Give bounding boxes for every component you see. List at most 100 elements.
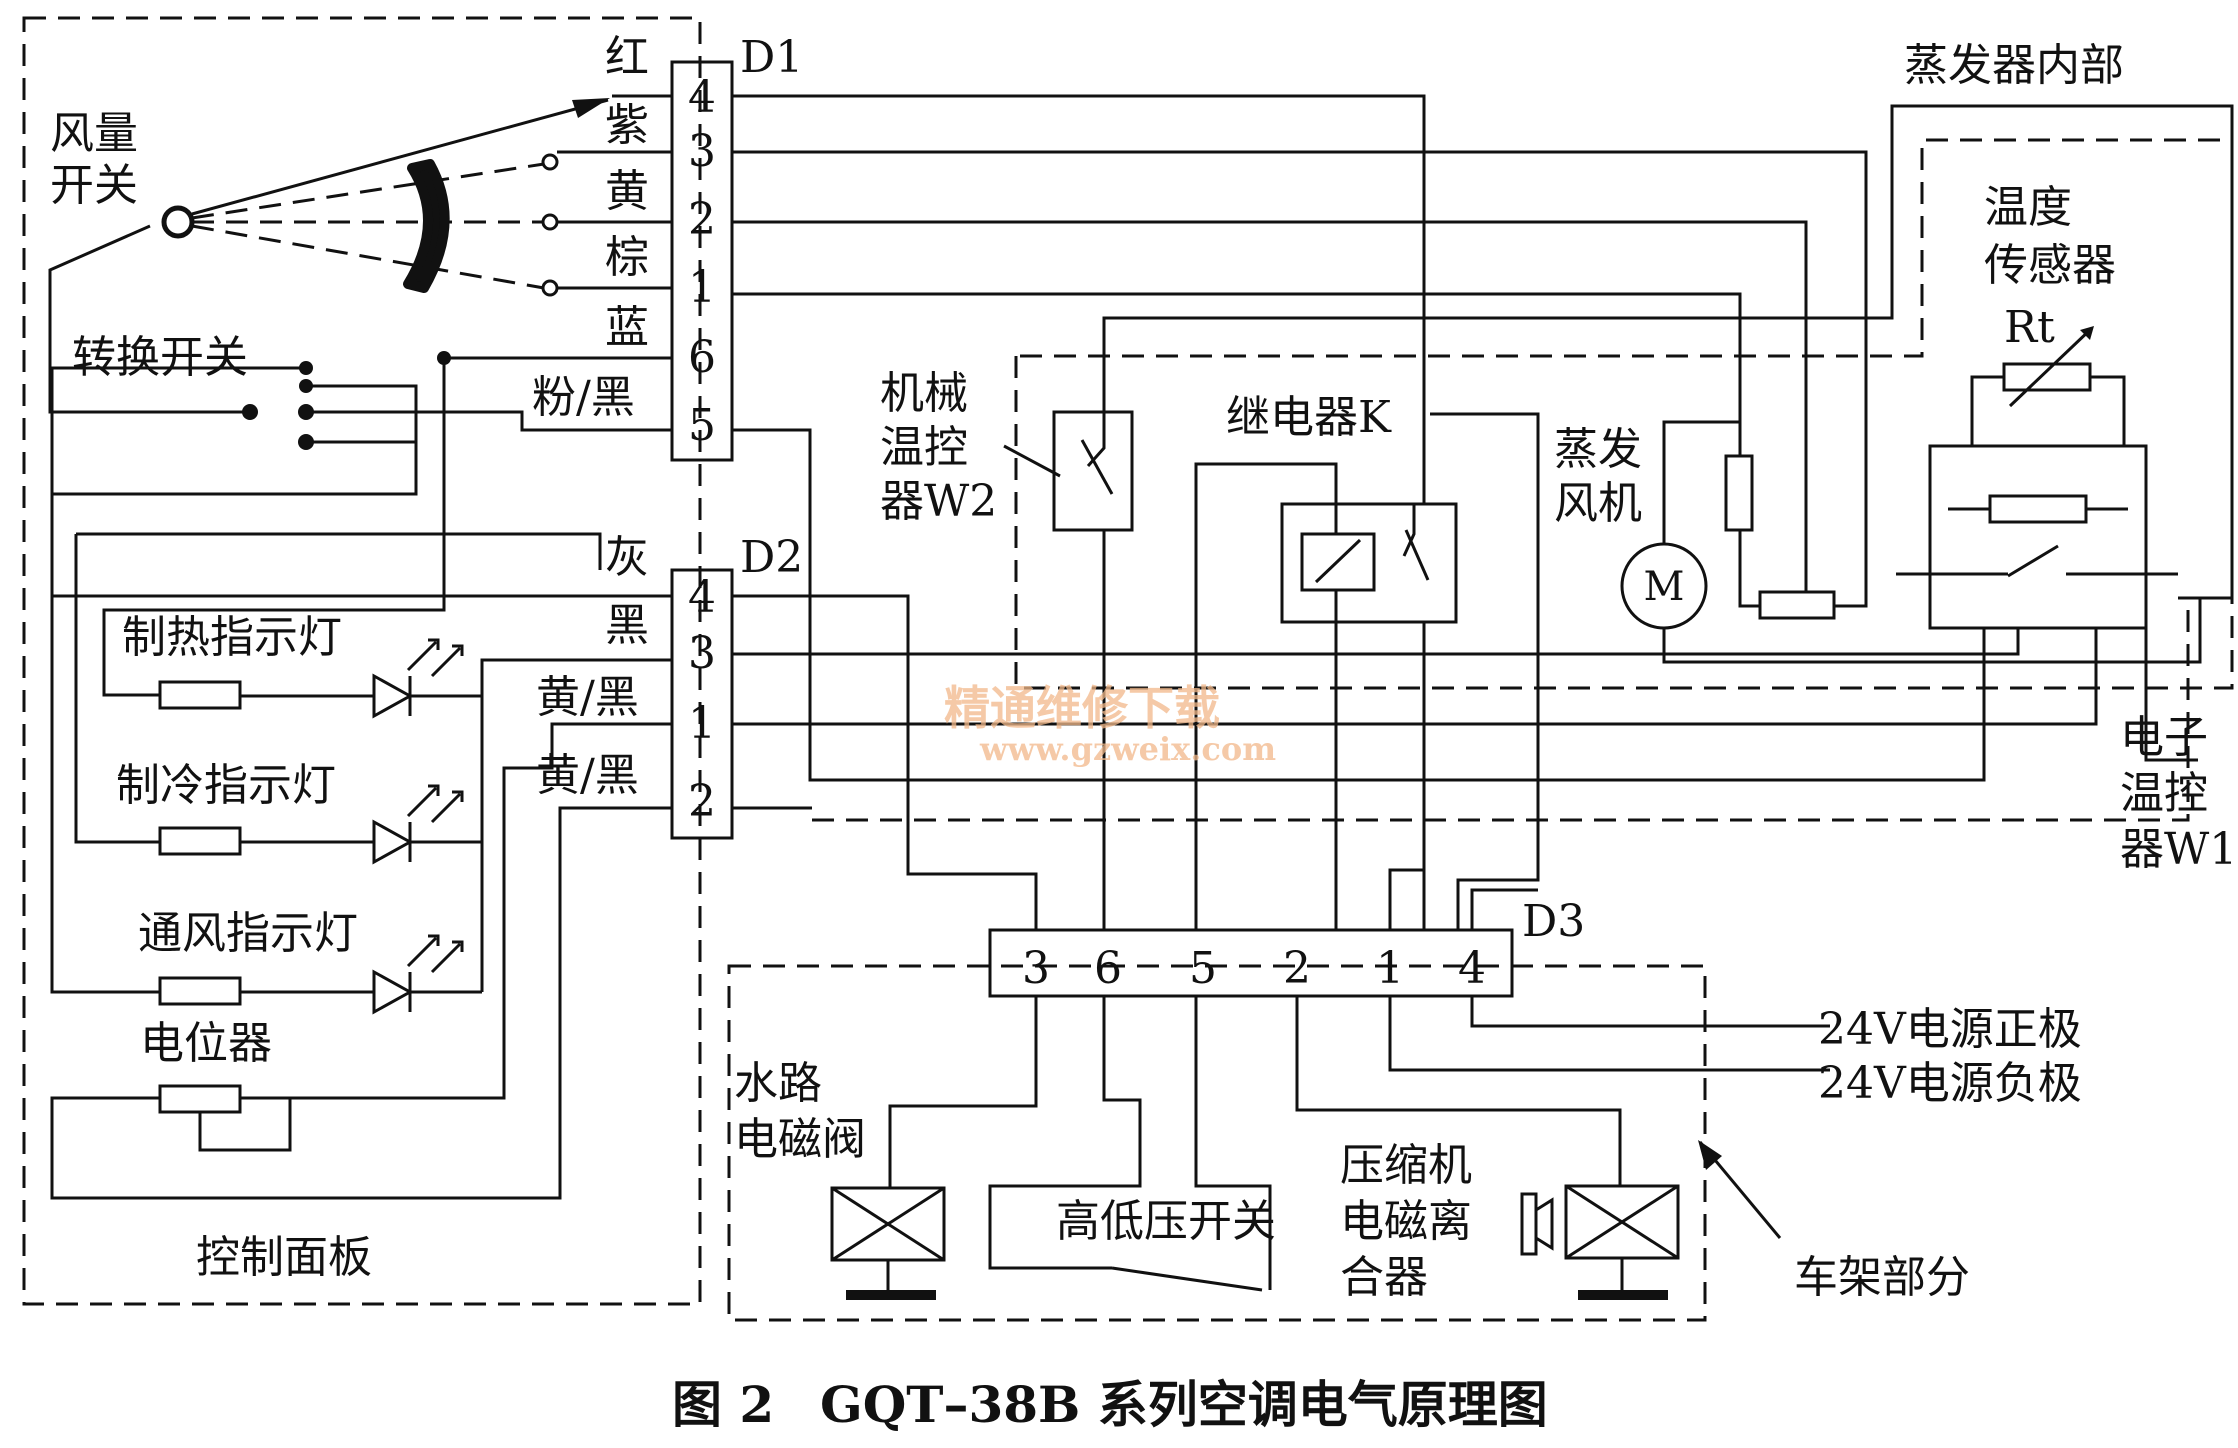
wire-fan-resistor-down [1738,530,1760,608]
heating-lamp-resistor [158,680,242,710]
d2-wire-color-yellow-black-1: 黄/黑 [536,672,639,723]
relay-coil [1300,532,1376,592]
d3-pin-4: 2 [1283,943,1311,994]
wire-led-common-bus [480,658,672,992]
ventilation-lamp: 通风指示灯 [138,908,464,1015]
d2-pin-4: 2 [688,776,716,827]
d1-wire-color-yellow: 黄 [605,166,649,217]
relay-k: 继电器K [1226,392,1458,624]
wire-mode-to-vent [50,366,306,494]
wire-pot-to-d2-1 [240,722,672,1100]
d1-pin-2: 3 [688,126,716,177]
evaporator-fan: 蒸发 风机 M [1554,424,1836,630]
wire-yellow [732,220,1808,592]
pressure-switch-label: 高低压开关 [1056,1196,1276,1247]
cooling-lamp-light-icon [406,784,464,824]
evap-fan-label-1: 蒸发 [1554,424,1642,475]
ventilation-lamp-led-diode [372,969,414,1015]
heating-lamp: 制热指示灯 [122,612,464,719]
mode-switch: 转换开关 [72,332,451,450]
connector-d1 [670,60,734,462]
control-panel-wiring [48,94,672,1200]
wire-d3-to-clutch [1295,996,1622,1186]
elec-thermostat-body [1928,444,2148,630]
potentiometer-wiper [198,1096,292,1152]
power-positive-label: 24V电源正极 [1818,1004,2082,1055]
clutch-label-1: 压缩机 [1340,1140,1472,1191]
d2-pin-3: 1 [688,698,716,749]
rt-thermistor-arrowhead [2080,326,2094,340]
d1-pin-3: 2 [688,194,716,245]
wire-fan-to-mode-switch [48,224,250,414]
cooling-lamp-led-diode [372,819,414,865]
clutch-plate-icon [1520,1192,1554,1256]
wire-d2-4 [732,594,1038,930]
wire-brown [732,292,1742,456]
fan-switch-pivot [161,205,195,239]
evaporator-inside-label: 蒸发器内部 [1904,40,2124,91]
connector-d2 [670,568,734,840]
wire-mode-to-heating [50,440,672,598]
relay-contact-blade [1404,529,1430,581]
elec-thermostat-resistor [1988,494,2088,524]
d1-pin-5: 6 [688,332,716,383]
d2-wire-color-grey: 灰 [605,532,649,583]
d1-wire-color-brown: 棕 [605,232,649,283]
fan-switch-contact-2 [541,213,559,231]
wire-d2-2-dashed [812,600,2190,822]
relay-coil-diagonal [1314,538,1362,584]
evap-fan-resistor-1 [1724,454,1754,532]
mechanical-thermostat-w2: 机械 温控 器W2 [880,368,1134,532]
d2-pin-2: 3 [688,628,716,679]
d3-pin-1: 3 [1022,943,1050,994]
wire-d2-3 [732,628,2020,656]
rt-thermistor-arrow [2008,326,2094,408]
fan-switch-contact-1 [541,153,559,171]
mode-switch-label: 转换开关 [72,332,248,383]
clutch-label-3: 合器 [1340,1252,1428,1303]
evap-fan-label-2: 风机 [1554,478,1642,529]
wire-d3-4-up [1470,888,1538,930]
main-wiring [732,94,2234,930]
wire-d3-to-pressure-a [988,996,1142,1270]
fan-switch-dash-1 [191,162,545,220]
elec-thermostat-label-1: 电子 [2120,712,2208,763]
wire-d2-1 [732,628,2098,726]
d3-pin-3: 5 [1189,943,1217,994]
relay-contact [1402,504,1416,557]
evap-fan-motor-symbol: M [1644,564,1685,610]
d3-pin-2: 6 [1094,943,1122,994]
d1-wire-color-red: 红 [605,32,649,83]
figure-number: 图 2 [672,1375,774,1434]
d3-label: D3 [1522,896,1585,947]
d2-wire-color-black: 黑 [605,600,649,651]
connector-d3 [988,928,1514,998]
fan-switch-linkage-arc [403,159,450,293]
compressor-clutch: 压缩机 电磁离 合器 [1340,1140,1680,1303]
wire-w1-side [2144,628,2198,762]
rt-thermistor [2002,362,2092,392]
d1-wire-color-purple: 紫 [605,100,649,151]
mech-thermostat-blade [1080,439,1114,495]
d1-pin-1: 4 [688,72,716,123]
mech-thermostat-leader [1003,444,1061,478]
d1-pin-4: 1 [688,262,716,313]
wire-d3-to-valve [888,996,1038,1188]
fan-switch-arrowhead [572,98,610,118]
temp-sensor-label-1: 温度 [1984,182,2072,233]
mech-thermostat-label-1: 机械 [880,368,968,419]
d3-pin-6: 4 [1458,943,1486,994]
clutch-cross-2 [1565,1184,1679,1260]
d1-wire-color-pink-black: 粉/黑 [532,372,635,423]
wire-pot-to-d2-2 [50,806,672,1200]
potentiometer-body [158,1084,242,1114]
wire-cooling-lamp-top [76,532,602,570]
elec-thermostat-switch-blade [2007,544,2059,578]
cooling-lamp-resistor [158,826,242,856]
wire-fan-motor [1662,420,1740,544]
ventilation-lamp-light-icon [406,934,464,974]
relay-label: 继电器K [1226,392,1392,443]
chassis-boundary [727,964,1707,1322]
cooling-lamp: 制冷指示灯 [116,760,464,865]
